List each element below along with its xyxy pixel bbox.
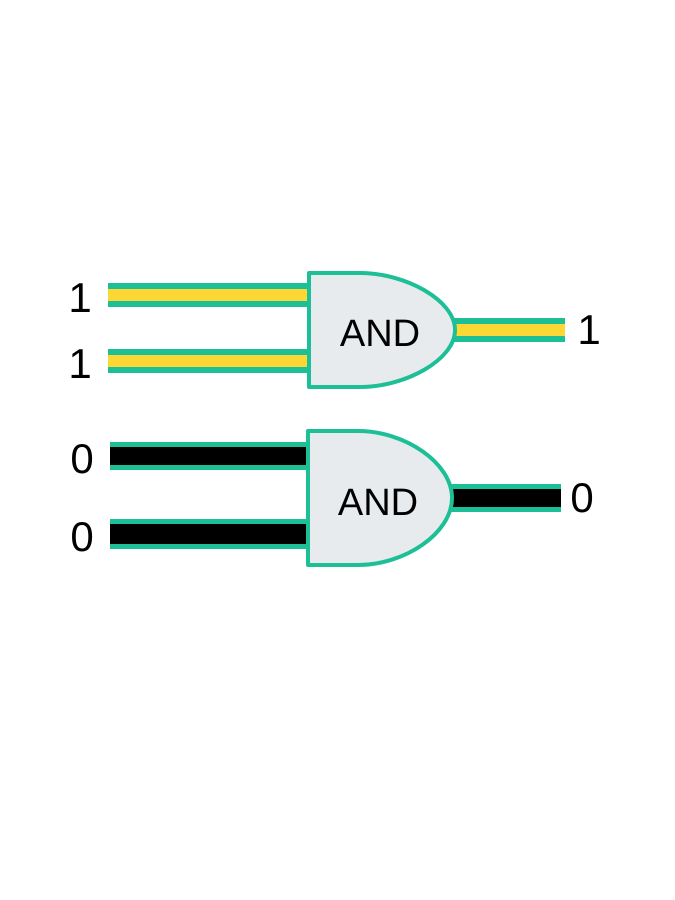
- gate-1-output-value: 1: [577, 306, 600, 353]
- gate-2-group: AND 0 0 0: [70, 429, 594, 567]
- gate-1-input-b-value: 1: [68, 340, 91, 387]
- gate-1-input-a-wire-core: [108, 289, 310, 301]
- gate-2-and-gate-body: [306, 429, 454, 567]
- gate-2-label: AND: [338, 482, 418, 524]
- gate-1-output-wire-core: [450, 324, 565, 336]
- gate-2-output-value: 0: [570, 474, 593, 521]
- gate-2-input-a-value: 0: [70, 435, 93, 482]
- gate-2-output-wire-core: [448, 489, 561, 507]
- gate-2-input-b-value: 0: [70, 513, 93, 560]
- gate-1-input-b-wire-core: [108, 355, 310, 367]
- gate-1-and-gate-body: [307, 271, 457, 389]
- gate-2-input-b-wire-core: [110, 524, 310, 544]
- gate-1-input-a-value: 1: [68, 274, 91, 321]
- gate-1-label: AND: [340, 313, 420, 355]
- gate-1-group: AND 1 1 1: [68, 271, 601, 389]
- gate-2-input-a-wire-core: [110, 447, 310, 465]
